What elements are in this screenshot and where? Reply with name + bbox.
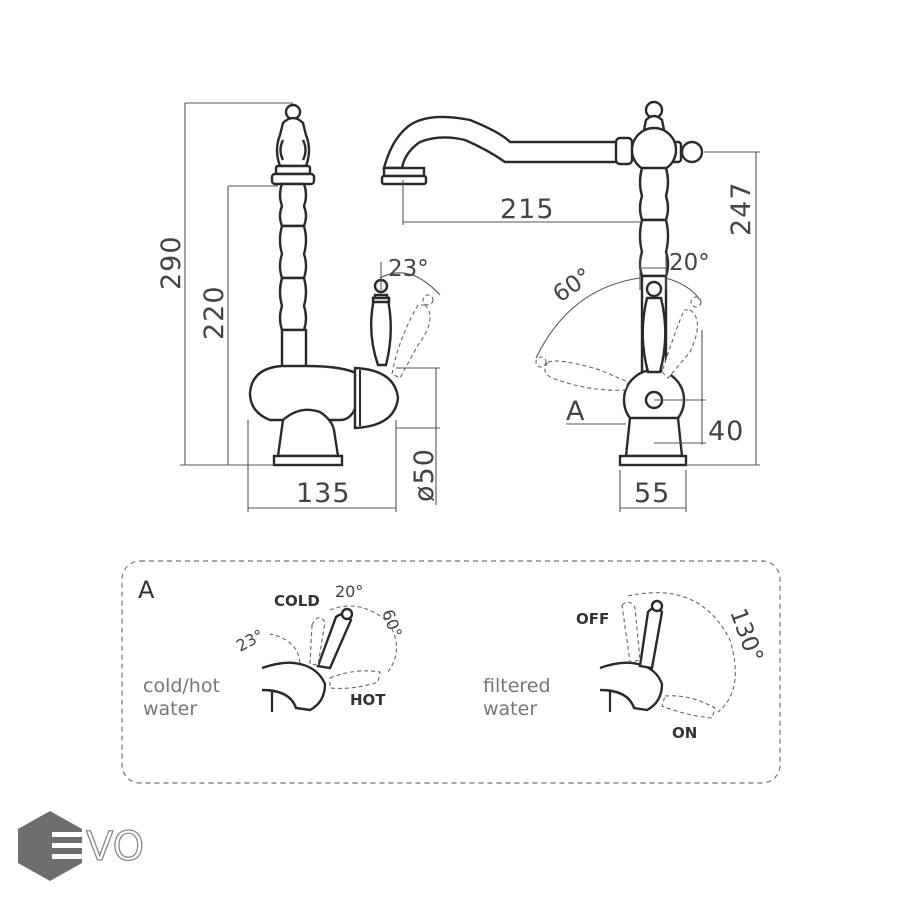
angle-130-detail: 130° — [724, 605, 767, 666]
caption-cold-hot-line2: water — [143, 698, 197, 720]
dim-diameter-50: ø50 — [409, 448, 440, 502]
label-hot: HOT — [350, 691, 386, 709]
angle-60-front: 60° — [549, 263, 597, 308]
dim-290: 290 — [156, 235, 187, 290]
logo-text: VO — [86, 824, 144, 870]
dim-40: 40 — [708, 416, 744, 447]
dim-215: 215 — [500, 194, 555, 225]
label-cold: COLD — [274, 592, 320, 610]
evo-logo: VO — [18, 811, 145, 881]
detail-frame — [121, 560, 781, 784]
side-view-dimensions — [180, 102, 441, 512]
caption-cold-hot-line1: cold/hot — [143, 675, 220, 697]
caption-filtered-line2: water — [483, 698, 537, 720]
front-view-faucet — [380, 100, 704, 467]
front-view-dimensions — [402, 151, 760, 512]
dim-55: 55 — [634, 478, 670, 509]
angle-23-side: 23° — [388, 256, 429, 282]
marker-a: A — [566, 396, 585, 427]
label-on: ON — [672, 724, 697, 742]
dim-135: 135 — [296, 478, 351, 509]
dim-220: 220 — [199, 285, 230, 340]
dim-247: 247 — [726, 181, 757, 236]
angle-20-front: 20° — [669, 250, 710, 276]
detail-cold-hot — [261, 605, 398, 712]
side-view-faucet — [248, 103, 434, 467]
angle-60-detail: 60° — [378, 607, 406, 640]
detail-label-a: A — [138, 576, 155, 604]
angle-20-detail: 20° — [335, 582, 363, 601]
angle-23-detail: 23° — [233, 625, 267, 655]
label-off: OFF — [576, 610, 609, 628]
caption-filtered-line1: filtered — [483, 675, 551, 697]
detail-filtered — [599, 592, 736, 719]
evo-hexagon-icon — [18, 811, 82, 881]
